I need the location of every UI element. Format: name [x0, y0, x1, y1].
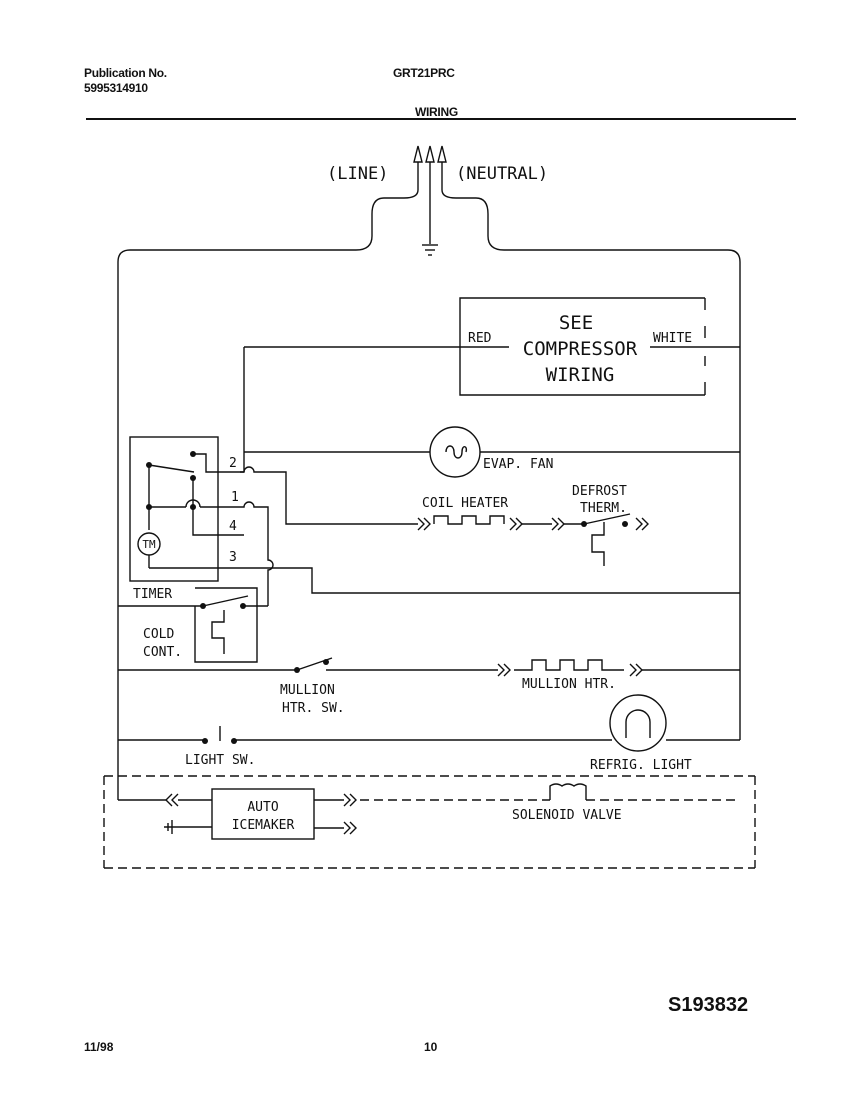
model-number: GRT21PRC — [393, 66, 455, 80]
defrost-therm-label-1: DEFROST — [572, 484, 627, 499]
auto-icemaker-box — [211, 788, 315, 840]
refrig-light-label: REFRIG. LIGHT — [590, 758, 692, 773]
refrig-light-bulb-icon — [609, 694, 740, 752]
coil-heater-label: COIL HEATER — [422, 496, 508, 511]
defrost-thermostat-icon — [551, 513, 649, 566]
compressor-box-line2: COMPRESSOR — [523, 338, 638, 360]
cold-control-label-1: COLD — [143, 627, 174, 642]
icemaker-dashed-box — [103, 775, 756, 869]
drawing-number: S193832 — [668, 994, 749, 1016]
compressor-box-line3: WIRING — [546, 364, 615, 386]
icemaker-label-1: AUTO — [247, 800, 278, 815]
terminal-4-label: 4 — [229, 519, 237, 534]
timer-label: TIMER — [133, 587, 172, 602]
mullion-heater-icon — [497, 659, 740, 677]
solenoid-valve-label: SOLENOID VALVE — [512, 808, 622, 823]
solenoid-valve-icon — [549, 783, 740, 801]
mullion-switch-label-1: MULLION — [280, 683, 335, 698]
compressor-box-line1: SEE — [559, 312, 593, 334]
white-wire-label: WHITE — [653, 331, 692, 346]
light-switch-icon — [118, 726, 612, 744]
timer-box — [129, 436, 219, 582]
cold-control-switch-icon — [118, 595, 268, 654]
timer-motor-label: TM — [142, 538, 156, 551]
cold-control-label-2: CONT. — [143, 645, 182, 660]
header-rule — [86, 118, 796, 120]
timer-motor-icon — [137, 532, 161, 556]
page-number: 10 — [424, 1040, 438, 1054]
publication-label: Publication No. — [84, 66, 167, 80]
footer-date: 11/98 — [84, 1040, 114, 1054]
icemaker-ground-icon — [164, 820, 212, 834]
timer-contacts — [146, 451, 262, 569]
terminal-3-label: 3 — [229, 550, 237, 565]
light-switch-label: LIGHT SW. — [185, 753, 255, 768]
neutral-label: (NEUTRAL) — [456, 164, 548, 184]
mullion-switch-label-2: HTR. SW. — [282, 701, 345, 716]
timer-terminal-3-wire — [262, 567, 740, 594]
publication-number: 5995314910 — [84, 81, 148, 95]
terminal-1-label: 1 — [231, 490, 239, 505]
defrost-therm-label-2: THERM. — [580, 501, 627, 516]
icemaker-label-2: ICEMAKER — [232, 818, 295, 833]
cold-control-box — [194, 587, 258, 663]
terminal-2-label: 2 — [229, 456, 237, 471]
line-label: (LINE) — [327, 164, 388, 184]
ground-icon — [422, 244, 438, 256]
mullion-heater-label: MULLION HTR. — [522, 677, 616, 692]
evap-fan-label: EVAP. FAN — [483, 457, 553, 472]
section-title: WIRING — [415, 105, 458, 119]
mullion-heater-switch-icon — [118, 657, 498, 673]
power-cord-plug — [117, 145, 741, 263]
coil-heater-icon — [417, 515, 523, 531]
evap-fan-motor-icon — [429, 426, 481, 478]
red-wire-label: RED — [468, 331, 492, 346]
